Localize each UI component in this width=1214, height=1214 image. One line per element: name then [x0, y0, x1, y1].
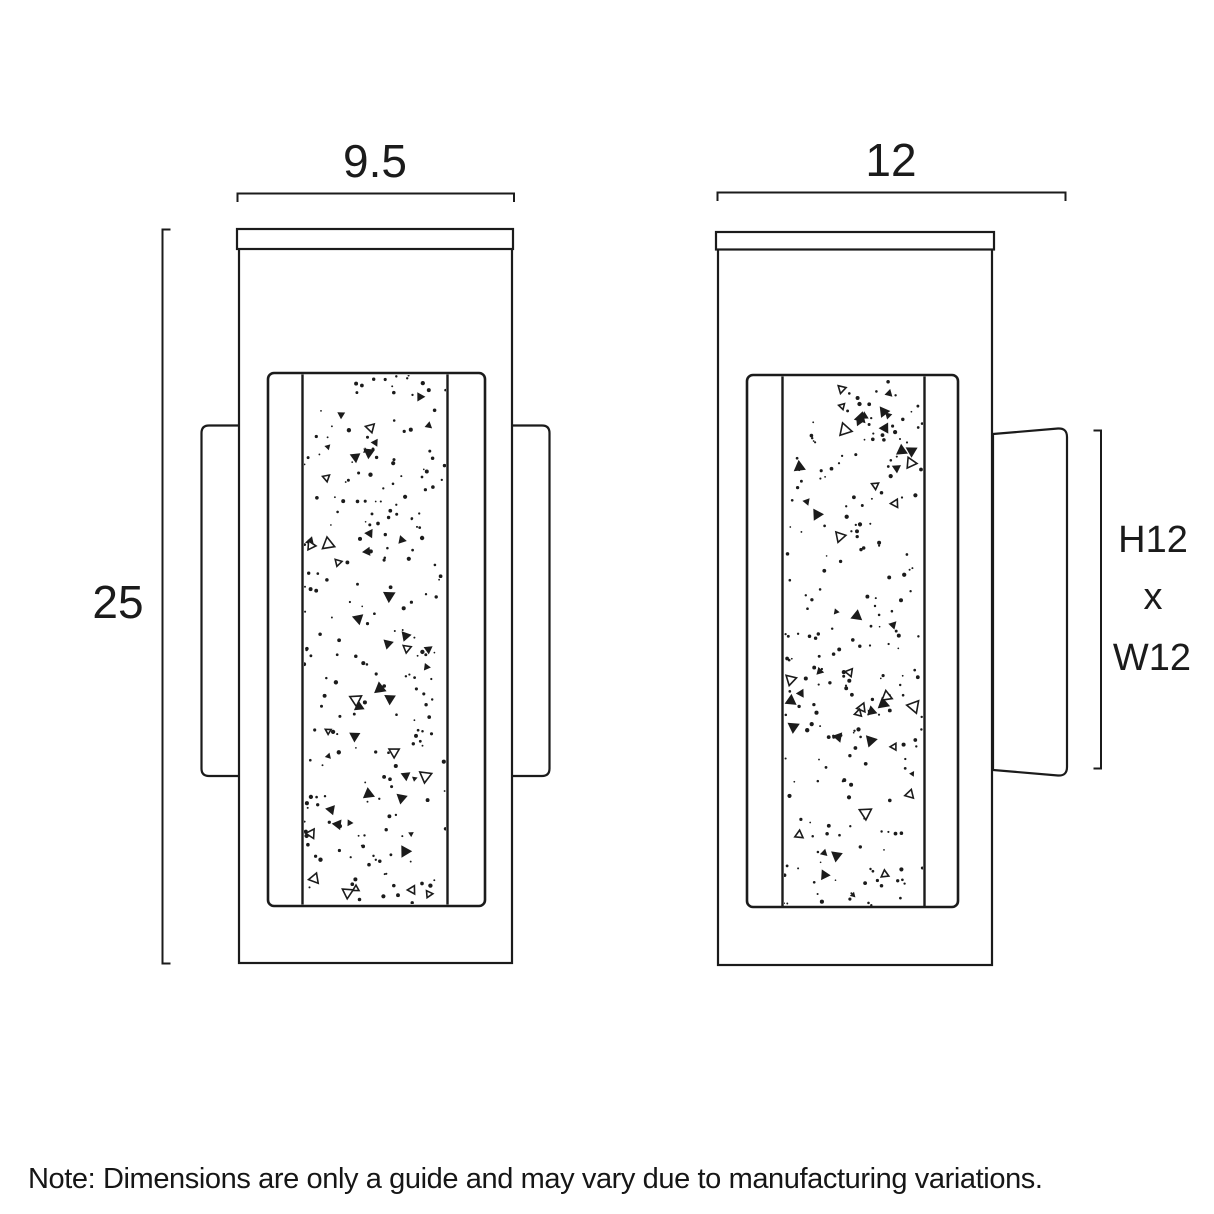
- side-width-dimension-line: [716, 191, 1067, 201]
- front-height-dimension-line: [161, 228, 171, 965]
- side-plate-dimension-line: [1093, 429, 1102, 770]
- side-view-drawing: 12 H12 x W12: [714, 134, 1191, 967]
- side-fixture-top-cap: [714, 230, 996, 251]
- side-glass-edges: [781, 376, 926, 906]
- front-left-tab: [200, 424, 238, 778]
- front-view-drawing: 9.5 25: [92, 135, 551, 965]
- front-bubble-glass-panel: [304, 375, 446, 904]
- front-glass-edges: [301, 374, 449, 905]
- side-width-dimension-label: 12: [865, 134, 916, 186]
- front-right-tab: [512, 424, 551, 778]
- front-fixture-top-cap: [235, 227, 515, 251]
- front-window-frame: [266, 371, 487, 908]
- note-text: Note: Dimensions are only a guide and ma…: [28, 1163, 1043, 1195]
- side-plate-dimension-label-w: W12: [1113, 637, 1191, 679]
- side-plate-dimension: H12 x W12: [1093, 429, 1191, 770]
- side-plate-dimension-label-x: x: [1144, 576, 1163, 618]
- side-backplate: [991, 427, 1069, 777]
- front-height-dimension-label: 25: [92, 576, 143, 628]
- side-plate-dimension-label-h: H12: [1118, 519, 1188, 561]
- front-width-dimension: 9.5: [236, 135, 515, 202]
- side-bubble-glass-panel: [784, 380, 923, 906]
- side-width-dimension: 12: [716, 134, 1067, 201]
- front-width-dimension-label: 9.5: [343, 135, 407, 187]
- front-width-dimension-line: [236, 192, 515, 202]
- front-height-dimension: 25: [92, 228, 171, 965]
